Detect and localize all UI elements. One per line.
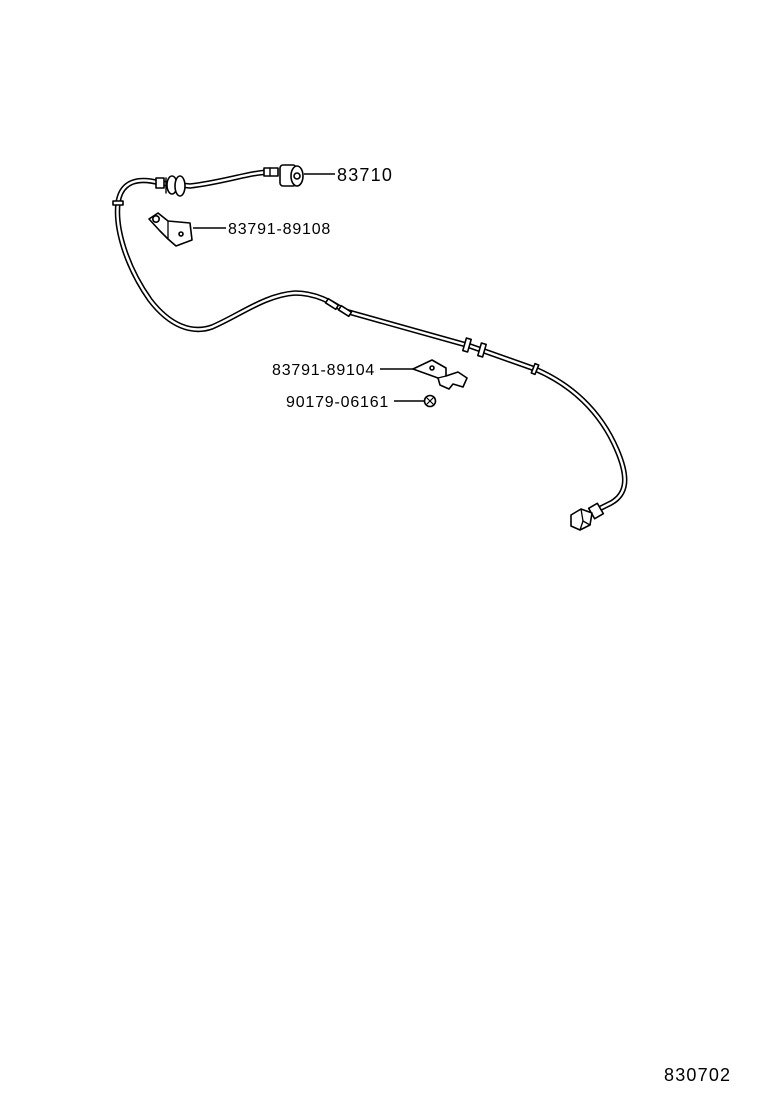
bracket-upper-shape — [148, 212, 193, 247]
cable-clamp — [337, 304, 353, 318]
cable-outline — [114, 169, 628, 513]
cable-clamp — [462, 337, 472, 353]
part-label-90179-06161[interactable]: 90179-06161 — [286, 394, 389, 411]
cable-clamp — [324, 297, 340, 311]
grommet-disc — [174, 175, 186, 197]
connector-fitting — [263, 167, 279, 177]
bracket-upper — [148, 212, 193, 247]
lower-end-connector — [570, 502, 605, 531]
cable-inner — [116, 170, 626, 512]
grommet-collar — [155, 177, 165, 189]
cable-band — [112, 200, 124, 206]
cable-clamp — [477, 342, 487, 358]
grommet — [155, 175, 186, 197]
part-label-83710[interactable]: 83710 — [337, 165, 393, 185]
part-label-83791-89104[interactable]: 83791-89104 — [272, 362, 375, 379]
cable-band — [530, 362, 540, 376]
bracket-lower-shape — [412, 359, 468, 390]
bracket-lower — [412, 359, 468, 390]
bracket-hole — [178, 231, 184, 237]
cable-assembly — [112, 169, 628, 513]
upper-end-connector — [263, 164, 304, 187]
bracket-hole — [152, 215, 161, 224]
nut — [423, 394, 437, 408]
bracket-hole — [429, 365, 435, 371]
part-label-83791-89108[interactable]: 83791-89108 — [228, 221, 331, 238]
illustration-number: 830702 — [664, 1065, 731, 1085]
connector-hole — [293, 172, 301, 180]
